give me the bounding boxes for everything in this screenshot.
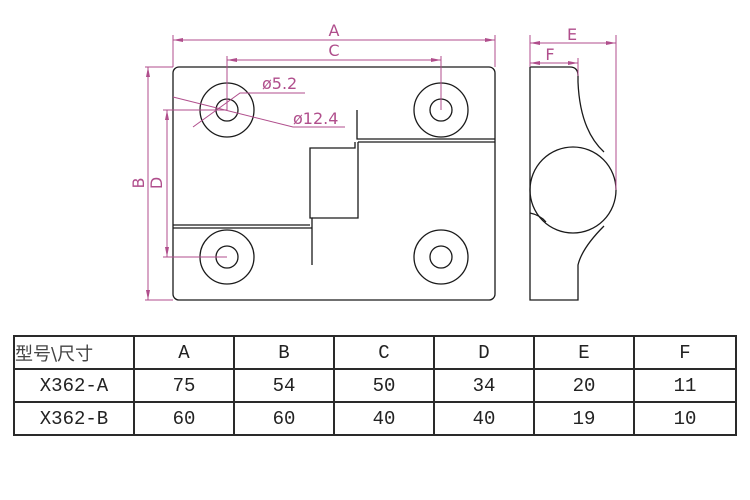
header-cell: C — [333, 335, 435, 370]
mounting-hole-bottom-right — [413, 229, 469, 285]
outer-diameter-label: ø12.4 — [293, 109, 338, 128]
header-cell: E — [533, 335, 635, 370]
table-cell: 11 — [633, 368, 737, 403]
dimension-f-label: F — [545, 45, 554, 64]
table-cell: 34 — [433, 368, 535, 403]
dimensions: A C B D ø5.2 ø12.4 E F — [129, 21, 617, 301]
table-cell: 54 — [233, 368, 335, 403]
inner-diameter-label: ø5.2 — [262, 74, 297, 93]
table-cell: 40 — [433, 401, 535, 436]
outer-diameter-leader — [172, 96, 345, 128]
table-cell: 10 — [633, 401, 737, 436]
front-view — [172, 66, 496, 301]
header-cell: D — [433, 335, 535, 370]
header-cell: A — [133, 335, 235, 370]
table-cell: 60 — [133, 401, 235, 436]
table-cell: 60 — [233, 401, 335, 436]
header-cell: B — [233, 335, 335, 370]
dimension-b-label: B — [129, 178, 148, 189]
hinge-knuckle — [529, 146, 617, 234]
hinge-split-line — [173, 110, 495, 265]
table-cell: 40 — [333, 401, 435, 436]
table-header-row: 型号\尺寸 A B C D E F — [13, 335, 737, 370]
plate-outline — [172, 66, 496, 301]
model-cell: X362-A — [13, 368, 135, 403]
dimension-a-label: A — [329, 21, 340, 40]
dimension-e-label: E — [567, 25, 577, 44]
dimension-c-label: C — [328, 41, 339, 60]
model-cell: X362-B — [13, 401, 135, 436]
dimension-d-label: D — [147, 177, 166, 189]
side-view — [529, 66, 617, 301]
table-cell: 20 — [533, 368, 635, 403]
inner-diameter-leader — [192, 92, 305, 128]
table-cell: 19 — [533, 401, 635, 436]
header-cell: F — [633, 335, 737, 370]
header-cell: 型号\尺寸 — [13, 335, 135, 370]
table-row: X362-A 75 54 50 34 20 11 — [13, 368, 737, 403]
dimension-table: 型号\尺寸 A B C D E F X362-A 75 54 50 34 20 … — [13, 335, 737, 436]
table-cell: 75 — [133, 368, 235, 403]
table-cell: 50 — [333, 368, 435, 403]
table-row: X362-B 60 60 40 40 19 10 — [13, 401, 737, 436]
